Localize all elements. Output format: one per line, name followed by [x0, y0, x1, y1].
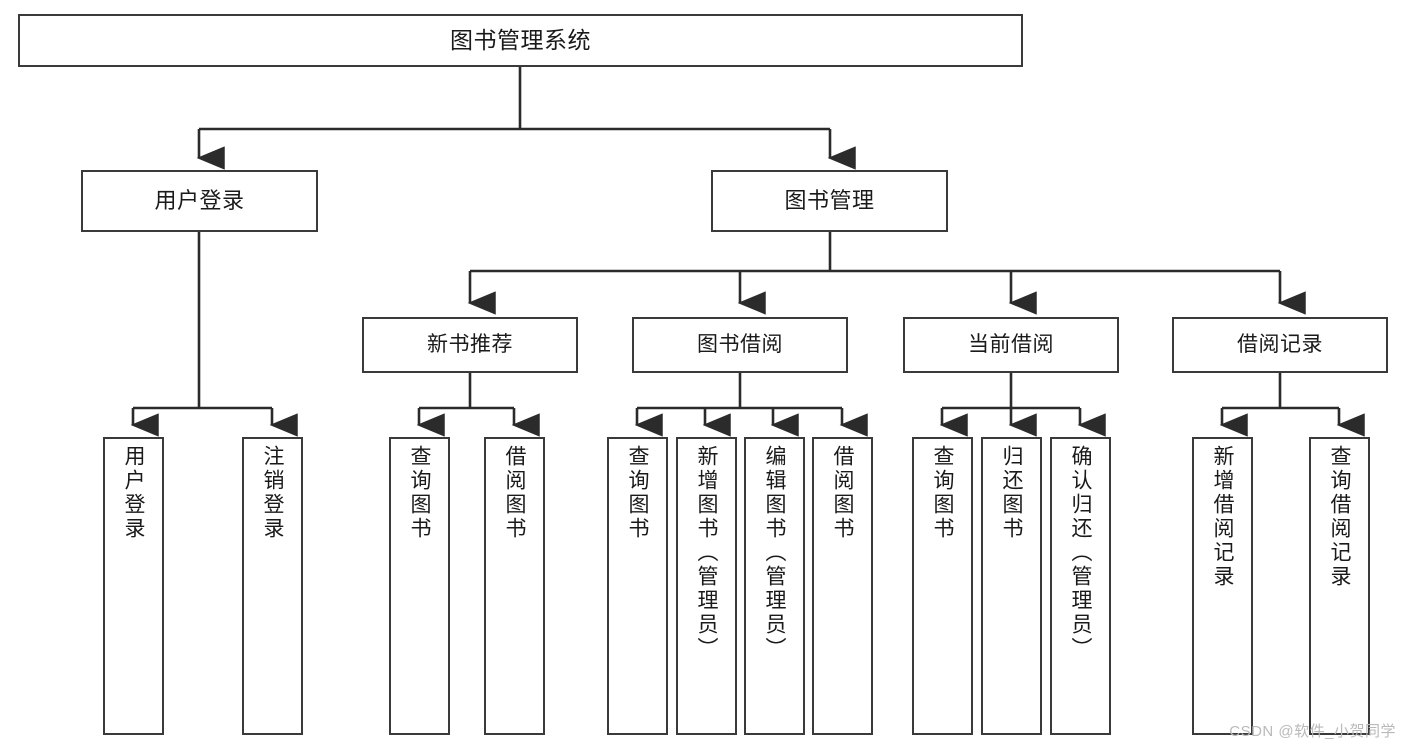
leaf-borrow-book-recommend[interactable]: 借阅图书	[484, 437, 545, 735]
node-new-book-recommend[interactable]: 新书推荐	[362, 317, 578, 373]
leaf-user-login[interactable]: 用户登录	[103, 437, 164, 735]
node-label: 图书借阅	[697, 332, 783, 356]
leaf-query-borrow-record[interactable]: 查询借阅记录	[1309, 437, 1370, 735]
leaf-query-book-borrow[interactable]: 查询图书	[607, 437, 668, 735]
leaf-edit-book-admin[interactable]: 编辑图书（管理员）	[744, 437, 805, 735]
node-label: 图书管理	[784, 188, 875, 214]
node-label: 借阅图书	[831, 445, 855, 541]
leaf-add-borrow-record[interactable]: 新增借阅记录	[1192, 437, 1253, 735]
node-book-borrow[interactable]: 图书借阅	[632, 317, 848, 373]
leaf-confirm-return-admin[interactable]: 确认归还（管理员）	[1050, 437, 1111, 735]
watermark: CSDN @软件_小贺同学	[1229, 723, 1396, 740]
node-label: 查询图书	[408, 445, 432, 541]
leaf-query-book-recommend[interactable]: 查询图书	[389, 437, 450, 735]
leaf-query-book-current[interactable]: 查询图书	[912, 437, 973, 735]
node-label: 用户登录	[154, 188, 245, 214]
node-label: 编辑图书（管理员）	[763, 445, 787, 661]
node-label: 借阅图书	[503, 445, 527, 541]
node-label: 新书推荐	[427, 332, 513, 356]
node-label: 注销登录	[261, 445, 285, 541]
node-label: 用户登录	[122, 445, 146, 541]
node-label: 新增图书（管理员）	[695, 445, 719, 661]
leaf-borrow-book[interactable]: 借阅图书	[812, 437, 873, 735]
node-label: 确认归还（管理员）	[1069, 445, 1093, 661]
leaf-return-book[interactable]: 归还图书	[981, 437, 1042, 735]
node-user-login[interactable]: 用户登录	[81, 170, 318, 232]
node-label: 归还图书	[1000, 445, 1024, 541]
node-root-system[interactable]: 图书管理系统	[18, 14, 1023, 67]
node-label: 查询图书	[626, 445, 650, 541]
leaf-logout[interactable]: 注销登录	[242, 437, 303, 735]
node-label: 借阅记录	[1237, 332, 1323, 356]
node-label: 新增借阅记录	[1211, 445, 1235, 589]
node-label: 查询借阅记录	[1328, 445, 1352, 589]
node-label: 查询图书	[931, 445, 955, 541]
node-label: 图书管理系统	[450, 27, 591, 54]
node-borrow-record[interactable]: 借阅记录	[1172, 317, 1388, 373]
node-label: 当前借阅	[968, 332, 1054, 356]
node-current-borrow[interactable]: 当前借阅	[903, 317, 1119, 373]
node-book-management[interactable]: 图书管理	[711, 170, 948, 232]
leaf-add-book-admin[interactable]: 新增图书（管理员）	[676, 437, 737, 735]
